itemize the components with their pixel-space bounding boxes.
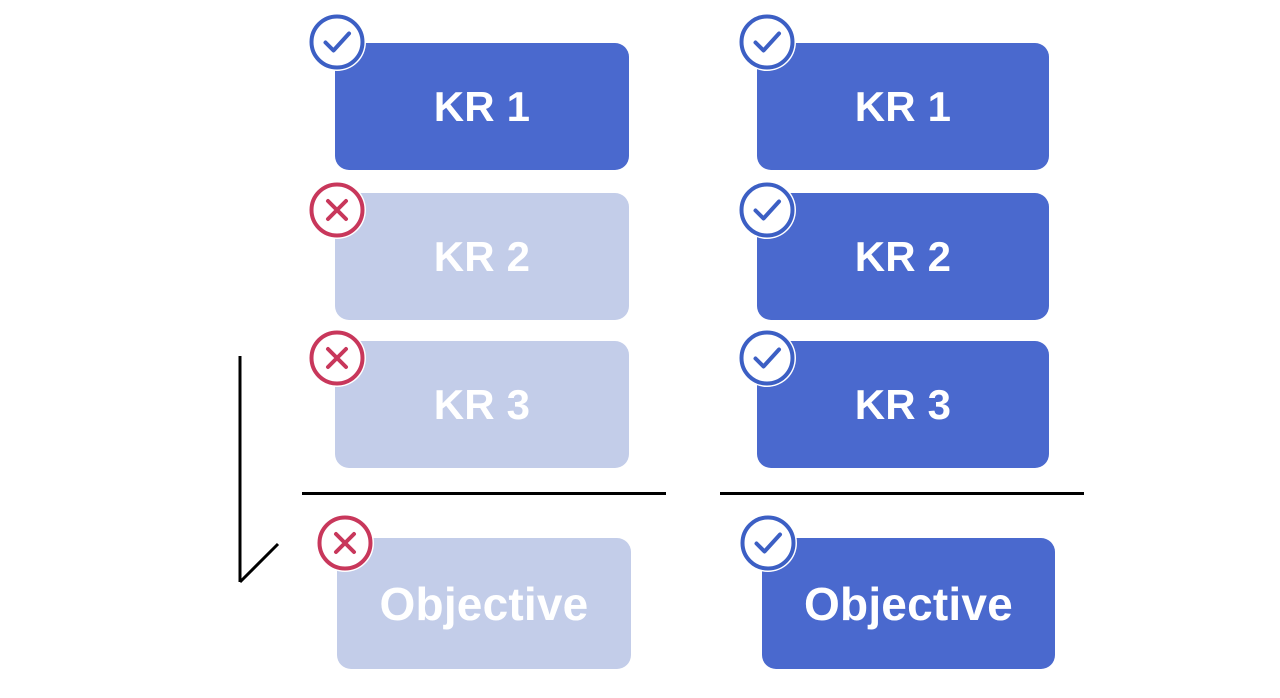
left-card-kr-3[interactable]: KR 3 (335, 341, 629, 468)
left-card-kr-3-label: KR 3 (433, 380, 531, 428)
check-circle-icon[interactable] (308, 13, 366, 71)
left-card-kr-1[interactable]: KR 1 (335, 43, 629, 170)
right-card-kr-3-label: KR 3 (854, 380, 952, 428)
left-column-divider (302, 492, 666, 495)
left-card-kr-2[interactable]: KR 2 (335, 193, 629, 320)
downward-flow-arrow (230, 352, 290, 592)
check-circle-icon[interactable] (738, 13, 796, 71)
check-circle-icon[interactable] (738, 329, 796, 387)
right-card-objective-label: Objective (804, 577, 1013, 630)
right-card-kr-2[interactable]: KR 2 (757, 193, 1049, 320)
right-card-kr-1-label: KR 1 (854, 82, 952, 130)
right-card-kr-2-label: KR 2 (854, 232, 952, 280)
right-card-kr-3[interactable]: KR 3 (757, 341, 1049, 468)
cross-circle-icon[interactable] (308, 329, 366, 387)
cross-circle-icon[interactable] (308, 181, 366, 239)
left-card-objective-label: Objective (379, 577, 589, 630)
right-card-kr-1[interactable]: KR 1 (757, 43, 1049, 170)
cross-circle-icon[interactable] (316, 514, 374, 572)
right-column-divider (720, 492, 1084, 495)
right-card-objective[interactable]: Objective (762, 538, 1055, 669)
left-card-objective[interactable]: Objective (337, 538, 631, 669)
check-circle-icon[interactable] (739, 514, 797, 572)
check-circle-icon[interactable] (738, 181, 796, 239)
left-card-kr-2-label: KR 2 (433, 232, 531, 280)
left-card-kr-1-label: KR 1 (433, 82, 531, 130)
